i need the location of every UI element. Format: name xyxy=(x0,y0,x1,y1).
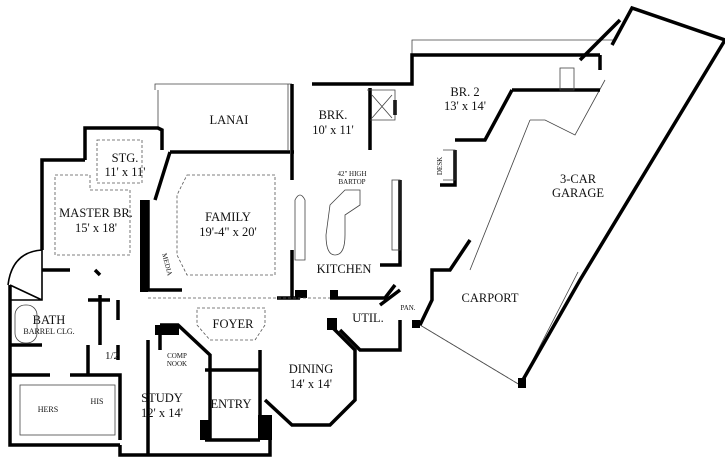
label-bath: BATH xyxy=(33,313,66,327)
label-media: MEDIA xyxy=(160,252,174,276)
label-lanai: LANAI xyxy=(210,113,249,127)
label-breakfast: BRK. xyxy=(319,108,348,122)
label-utility: UTIL. xyxy=(352,311,384,325)
label-pantry: PAN. xyxy=(400,304,415,312)
label-garage-1: 3-CAR xyxy=(560,172,597,186)
label-bedroom2: BR. 2 xyxy=(450,85,479,99)
ceiling-outlines xyxy=(14,67,575,436)
label-master-bedroom: MASTER BR. xyxy=(59,206,133,220)
label-comp-nook-2: NOOK xyxy=(167,360,187,368)
size-dining: 14' x 14' xyxy=(290,377,332,391)
label-kitchen: KITCHEN xyxy=(317,262,372,276)
size-master-bedroom: 15' x 18' xyxy=(75,221,117,235)
size-study: 12' x 14' xyxy=(141,406,183,420)
label-bartop-1: 42" HIGH xyxy=(337,170,366,178)
label-entry: ENTRY xyxy=(211,397,252,411)
wall-blocks xyxy=(140,200,526,440)
label-carport: CARPORT xyxy=(462,291,519,305)
room-labels: LANAI BRK. 10' x 11' BR. 2 13' x 14' STG… xyxy=(23,85,604,420)
size-storage: 11' x 11' xyxy=(104,165,145,179)
label-his-closet: HIS xyxy=(91,397,104,406)
label-desk: DESK xyxy=(436,157,444,175)
label-storage: STG. xyxy=(112,151,139,165)
label-dining: DINING xyxy=(289,362,333,376)
label-half-bath: 1/2 xyxy=(105,350,119,362)
size-breakfast: 10' x 11' xyxy=(312,123,354,137)
label-foyer: FOYER xyxy=(213,317,255,331)
size-bedroom2: 13' x 14' xyxy=(444,99,486,113)
label-garage-2: GARAGE xyxy=(552,186,604,200)
label-barrel-ceiling: BARREL CLG. xyxy=(23,327,74,336)
label-comp-nook-1: COMP xyxy=(167,352,187,360)
label-bartop-2: BARTOP xyxy=(338,178,365,186)
label-family: FAMILY xyxy=(205,210,251,224)
size-family: 19'-4" x 20' xyxy=(199,225,257,239)
label-study: STUDY xyxy=(141,391,183,405)
label-hers-closet: HERS xyxy=(38,405,58,414)
